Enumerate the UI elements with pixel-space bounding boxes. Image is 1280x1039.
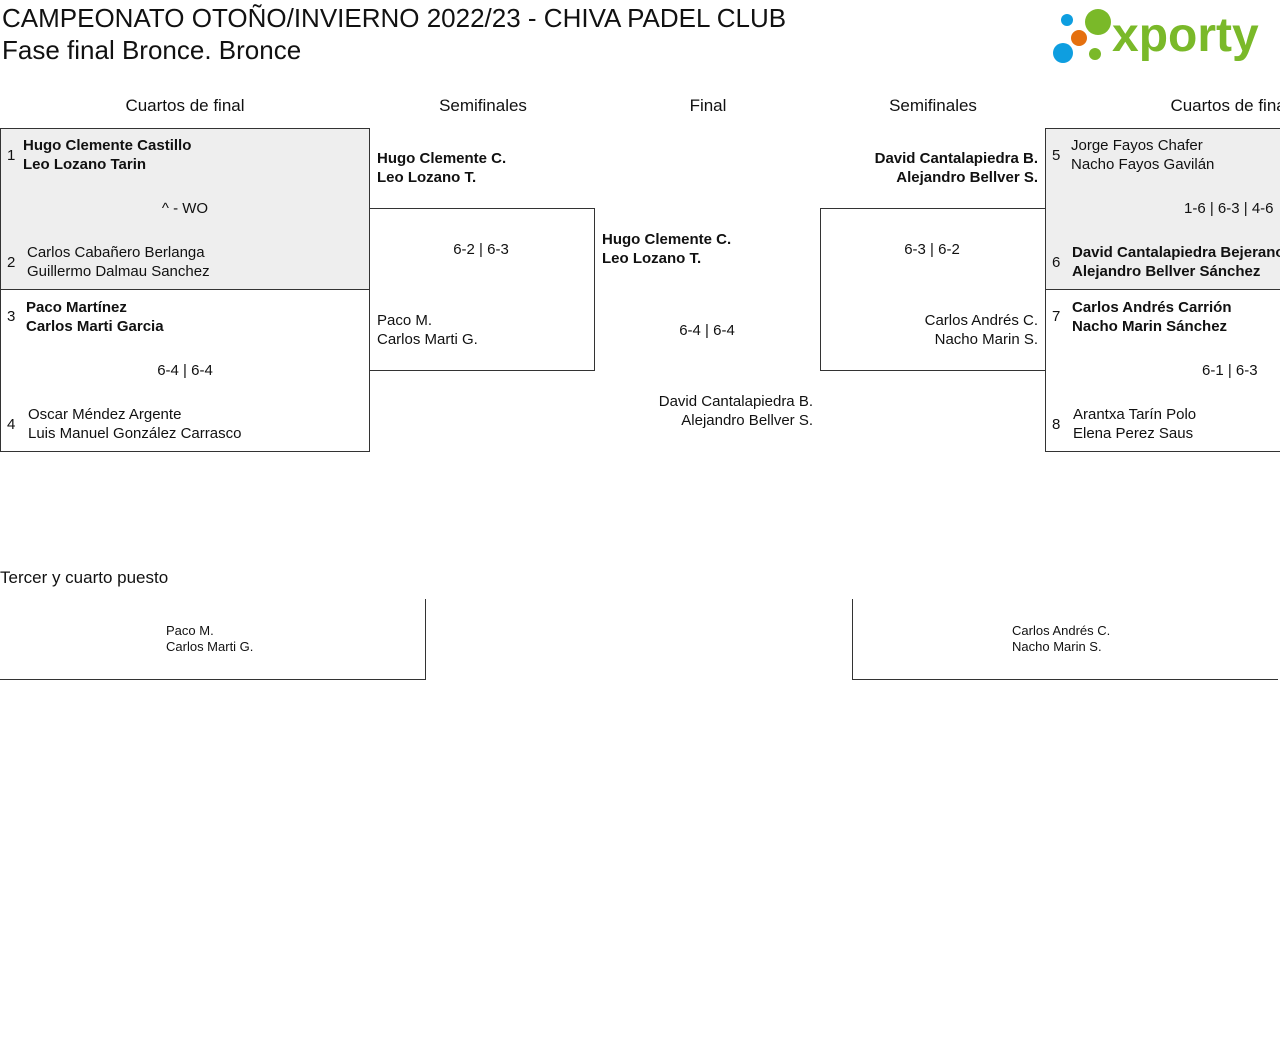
player: Carlos Marti G. <box>377 331 478 348</box>
player: Carlos Marti G. <box>166 639 254 654</box>
player: Leo Lozano T. <box>602 250 702 267</box>
seed: 6 <box>1052 254 1061 271</box>
player: Paco Martínez <box>26 299 127 316</box>
team[interactable]: David Cantalapiedra B. Alejandro Bellver … <box>875 149 1038 187</box>
team[interactable]: Hugo Clemente C. Leo Lozano T. <box>602 230 731 268</box>
match-qf-1[interactable] <box>0 128 370 290</box>
seed: 4 <box>7 416 16 433</box>
third-place-title: Tercer y cuarto puesto <box>0 568 169 587</box>
player: David Cantalapiedra B. <box>658 393 813 410</box>
match-sf-1[interactable] <box>369 208 595 371</box>
round-header-sf-right: Semifinales <box>889 96 977 115</box>
player: Carlos Cabañero Berlanga <box>27 244 205 261</box>
xporty-logo: xporty <box>1052 4 1276 68</box>
team[interactable]: Carlos Andrés C. Nacho Marin S. <box>925 311 1038 349</box>
player: Luis Manuel González Carrasco <box>28 425 242 442</box>
seed: 8 <box>1052 416 1061 433</box>
logo-dots-icon <box>1053 9 1111 63</box>
player: Elena Perez Saus <box>1073 425 1194 442</box>
final-score: 6-4 | 6-4 <box>679 322 735 339</box>
player: Guillermo Dalmau Sanchez <box>27 263 210 280</box>
player: Leo Lozano T. <box>377 169 477 186</box>
player: Hugo Clemente C. <box>602 231 732 248</box>
seed: 3 <box>7 308 16 325</box>
player: David Cantalapiedra Bejerano <box>1072 244 1280 261</box>
player: Arantxa Tarín Polo <box>1073 406 1197 423</box>
player: Carlos Andrés C. <box>924 312 1038 329</box>
seed: 1 <box>7 147 16 164</box>
match-qf-3[interactable] <box>1045 128 1280 290</box>
player: Nacho Marin S. <box>1012 639 1102 654</box>
match-score: 6-2 | 6-3 <box>453 241 509 258</box>
match-score: 1-6 | 6-3 | 4-6 <box>1184 200 1274 217</box>
player: Carlos Marti Garcia <box>26 318 164 335</box>
player: Hugo Clemente C. <box>377 150 507 167</box>
team[interactable]: Paco M. Carlos Marti G. <box>377 311 478 349</box>
player: Carlos Andrés C. <box>1012 623 1111 638</box>
player: Nacho Marin S. <box>934 331 1038 348</box>
match-qf-4[interactable] <box>1045 289 1280 452</box>
player: Hugo Clemente Castillo <box>23 137 192 154</box>
match-sf-2[interactable] <box>820 208 1046 371</box>
match-score: 6-4 | 6-4 <box>157 362 213 379</box>
player: Alejandro Bellver S. <box>896 169 1038 186</box>
seed: 7 <box>1052 308 1061 325</box>
player: Jorge Fayos Chafer <box>1071 137 1203 154</box>
team[interactable]: David Cantalapiedra B. Alejandro Bellver … <box>659 392 813 430</box>
round-header-final: Final <box>689 96 727 115</box>
round-header-qf-right: Cuartos de final <box>1170 96 1280 115</box>
player: Carlos Andrés Carrión <box>1072 299 1232 316</box>
match-score: ^ - WO <box>161 200 209 217</box>
team[interactable]: Hugo Clemente C. Leo Lozano T. <box>377 149 506 187</box>
third-place-slot-a[interactable] <box>0 599 426 680</box>
phase-subtitle: Fase final Bronce. Bronce <box>2 35 302 65</box>
player: David Cantalapiedra B. <box>874 150 1038 167</box>
player: Nacho Marin Sánchez <box>1072 318 1228 335</box>
seed: 5 <box>1052 147 1061 164</box>
player: Oscar Méndez Argente <box>28 406 182 423</box>
player: Leo Lozano Tarin <box>23 156 147 173</box>
player: Nacho Fayos Gavilán <box>1071 156 1215 173</box>
tournament-title: CAMPEONATO OTOÑO/INVIERNO 2022/23 - CHIV… <box>2 3 787 33</box>
match-score: 6-1 | 6-3 <box>1202 362 1258 379</box>
round-header-qf-left: Cuartos de final <box>125 96 245 115</box>
match-score: 6-3 | 6-2 <box>904 241 960 258</box>
player: Alejandro Bellver Sánchez <box>1072 263 1261 280</box>
player: Paco M. <box>166 623 214 638</box>
player: Alejandro Bellver S. <box>681 412 813 429</box>
team[interactable]: Paco M.Carlos Marti G. <box>166 623 253 655</box>
logo-text: xporty <box>1112 9 1259 62</box>
team[interactable]: Carlos Andrés C.Nacho Marin S. <box>1012 623 1110 655</box>
player: Paco M. <box>377 312 433 329</box>
seed: 2 <box>7 254 16 271</box>
round-header-sf-left: Semifinales <box>439 96 527 115</box>
third-place-slot-b[interactable] <box>852 599 1278 680</box>
